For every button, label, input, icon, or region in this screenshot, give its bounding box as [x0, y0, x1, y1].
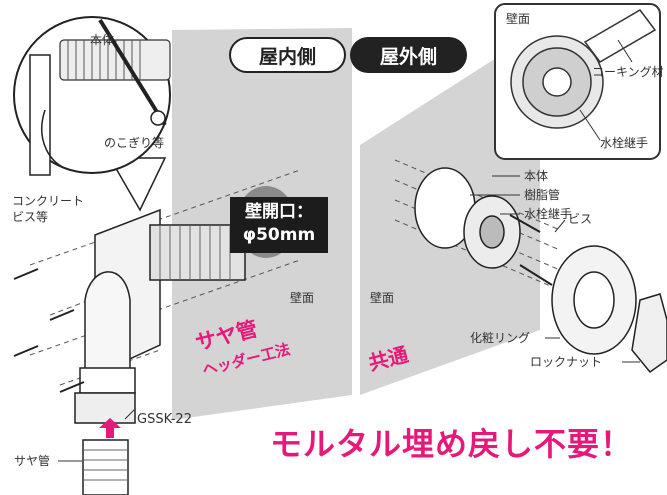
caulking-inset — [494, 3, 661, 160]
saya-fitting — [74, 208, 246, 495]
label-lock-nut: ロックナット — [530, 355, 603, 369]
guide-lines-left — [29, 169, 301, 386]
label-caulking: コーキング材 — [592, 65, 664, 79]
label-wall-right: 壁面 — [370, 291, 395, 305]
label-concrete-2: ビス等 — [12, 210, 49, 224]
label-saw: のこぎり等 — [104, 136, 165, 150]
label-wall-inset: 壁面 — [506, 12, 531, 26]
label-body: 本体 — [524, 169, 549, 183]
label-honntai-inset: 本体 — [90, 33, 115, 47]
screws-left — [13, 268, 85, 393]
leader-lines — [58, 175, 640, 462]
up-arrow — [99, 418, 121, 438]
label-screw: ビス — [568, 212, 593, 226]
label-saya-tube: サヤ管 — [14, 454, 51, 468]
callout-line2: φ50mm — [242, 225, 316, 245]
tab-indoor: 屋内側 — [229, 37, 346, 73]
saw-inset — [13, 16, 171, 212]
label-wall-left: 壁面 — [290, 291, 315, 305]
label-resin-tube: 樹脂管 — [524, 188, 561, 202]
outdoor-fitting — [414, 167, 667, 374]
label-faucet-joint-inset: 水栓継手 — [600, 136, 649, 150]
screws-right — [509, 214, 553, 286]
tab-outdoor: 屋外側 — [350, 37, 467, 73]
label-cosmetic-ring: 化粧リング — [470, 331, 531, 345]
label-model: GSSK-22 — [137, 412, 192, 427]
label-concrete-1: コンクリート — [12, 194, 85, 208]
headline: モルタル埋め戻し不要！ — [270, 425, 634, 463]
label-faucet-joint: 水栓継手 — [524, 207, 573, 221]
callout-line1: 壁開口： — [245, 202, 313, 222]
wall-opening-callout: 壁開口： φ50mm — [230, 197, 328, 253]
